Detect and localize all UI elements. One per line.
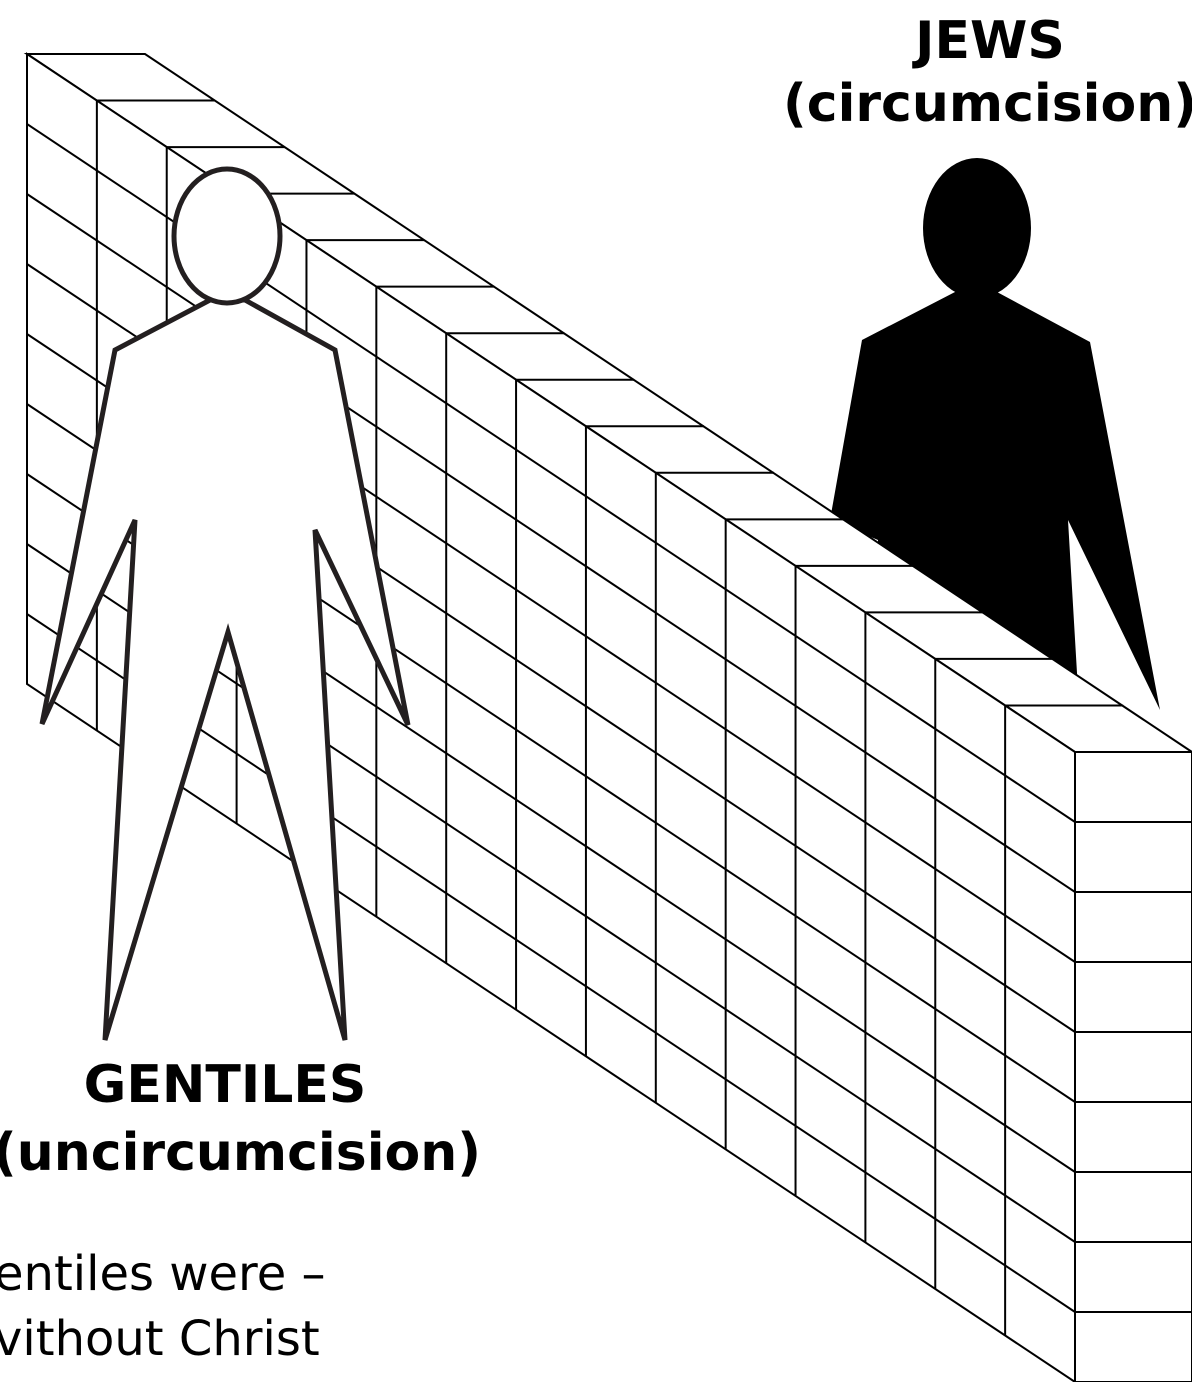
jews-subtitle: (circumcision) [783, 74, 1192, 134]
wall-end-face [1075, 752, 1192, 1382]
body-text-line-2: vithout Christ [0, 1311, 320, 1367]
gentiles-subtitle: (uncircumcision) [0, 1123, 481, 1183]
gentiles-title: GENTILES [84, 1055, 367, 1115]
jews-title: JEWS [912, 11, 1065, 71]
body-text-line-1: entiles were – [0, 1246, 326, 1302]
